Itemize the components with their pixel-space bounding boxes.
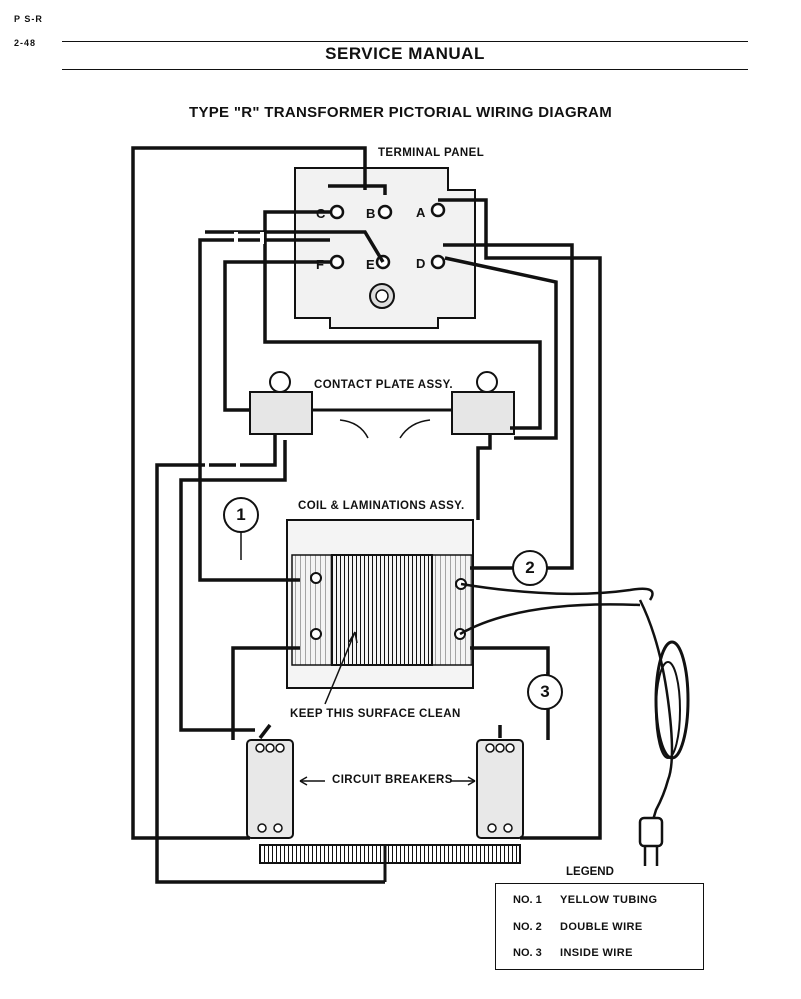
keep-clean-label: KEEP THIS SURFACE CLEAN [290, 708, 461, 720]
circuit-breakers [246, 739, 524, 839]
page-id: P S-R [14, 14, 43, 24]
legend-item-description: DOUBLE WIRE [560, 921, 643, 933]
legend-box: NO. 1 YELLOW TUBING NO. 2 DOUBLE WIRE NO… [495, 883, 704, 970]
manual-title: SERVICE MANUAL [325, 44, 485, 63]
terminal-label-a: A [416, 205, 426, 220]
header-rule-top [62, 41, 748, 42]
page-number: 2-48 [14, 38, 37, 48]
yellow-tubing-marks [205, 232, 264, 478]
terminal-panel-label: TERMINAL PANEL [378, 147, 485, 159]
power-cord [459, 582, 690, 866]
legend-item-description: YELLOW TUBING [560, 894, 658, 906]
header-rule-bottom [62, 69, 748, 70]
coil-laminations-label: COIL & LAMINATIONS ASSY. [298, 500, 465, 512]
wiring [131, 146, 602, 884]
terminal-label-c: C [316, 206, 326, 221]
legend-item-description: INSIDE WIRE [560, 947, 633, 959]
terminal-label-f: F [316, 257, 324, 272]
legend-title: LEGEND [566, 866, 614, 878]
callout-2: 2 [512, 550, 548, 586]
legend-item-number: NO. 3 [513, 947, 542, 959]
diagram-title: TYPE "R" TRANSFORMER PICTORIAL WIRING DI… [188, 104, 612, 121]
coil-laminations-assembly [286, 519, 474, 689]
terminal-label-b: B [366, 206, 376, 221]
callout-1: 1 [223, 497, 259, 533]
callout-3: 3 [527, 674, 563, 710]
terminal-label-e: E [366, 257, 375, 272]
terminal-screws [329, 202, 446, 309]
circuit-breakers-label: CIRCUIT BREAKERS [332, 774, 453, 786]
contact-plate-assembly [249, 371, 515, 439]
bottom-resistor-bar [259, 844, 521, 882]
legend-item-number: NO. 1 [513, 894, 542, 906]
legend-item-number: NO. 2 [513, 921, 542, 933]
terminal-label-d: D [416, 256, 426, 271]
contact-plate-label: CONTACT PLATE ASSY. [314, 379, 454, 391]
